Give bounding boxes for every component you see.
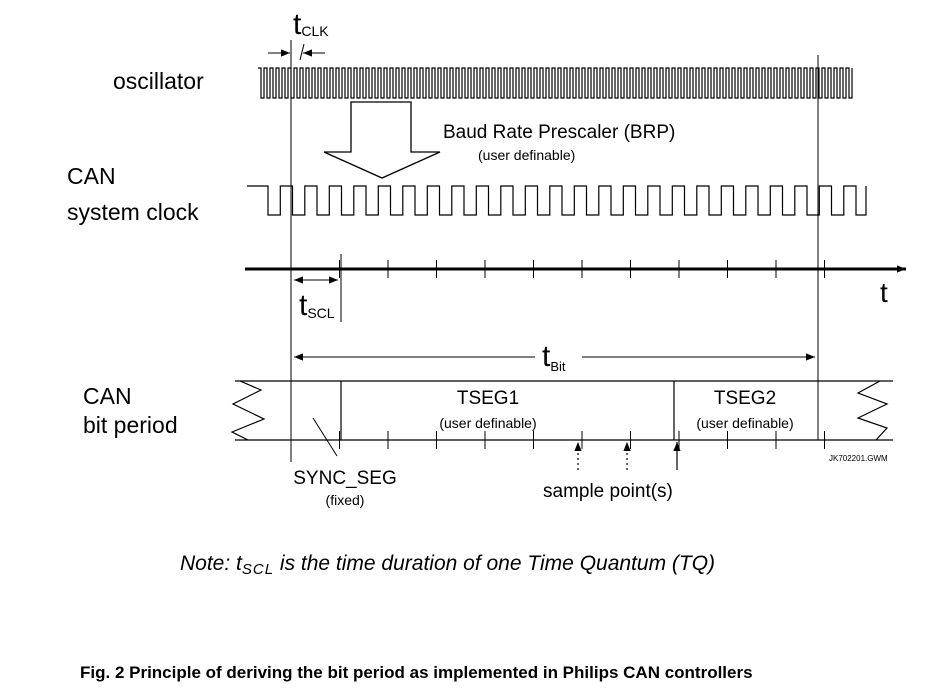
tseg2-label: TSEG2 [714, 388, 776, 409]
sample-point-label: sample point(s) [543, 481, 673, 502]
figure-caption: Fig. 2 Principle of deriving the bit per… [80, 663, 753, 682]
oscillator-waveform [258, 67, 853, 99]
sync-seg-pointer [312, 417, 338, 457]
brp-note: (user definable) [478, 147, 575, 163]
bit-period-label: bit period [83, 412, 178, 438]
note-text: Note: tSCL is the time duration of one T… [180, 552, 716, 578]
time-axis-ticks [290, 260, 825, 278]
can-label: CAN [67, 163, 116, 189]
system-clock-label: system clock [67, 199, 199, 225]
system-clock-waveform [247, 185, 867, 216]
t-clk-slash [299, 43, 305, 61]
t-clk-label: tCLK [293, 8, 329, 41]
bit-period-label-can: CAN [83, 383, 132, 409]
file-code: JK702201.GWM [829, 454, 888, 463]
time-axis-label: t [880, 277, 888, 308]
tseg1-label: TSEG1 [457, 388, 519, 409]
tseg1-note: (user definable) [439, 415, 536, 431]
t-bit-label: tBit [542, 340, 566, 374]
brp-label: Baud Rate Prescaler (BRP) [443, 122, 675, 143]
tseg2-note: (user definable) [696, 415, 793, 431]
sync-seg-label: SYNC_SEG [293, 468, 396, 489]
brp-arrow-icon [323, 101, 441, 179]
oscillator-label: oscillator [113, 68, 204, 94]
sync-seg-note: (fixed) [326, 492, 365, 508]
bit-period-ticks [290, 431, 825, 449]
t-scl-label: tSCL [299, 289, 335, 322]
can-bit-timing-diagram: tCLK oscillator Baud Rate Prescaler (BRP… [67, 8, 906, 508]
bit-period-frame [230, 380, 893, 441]
